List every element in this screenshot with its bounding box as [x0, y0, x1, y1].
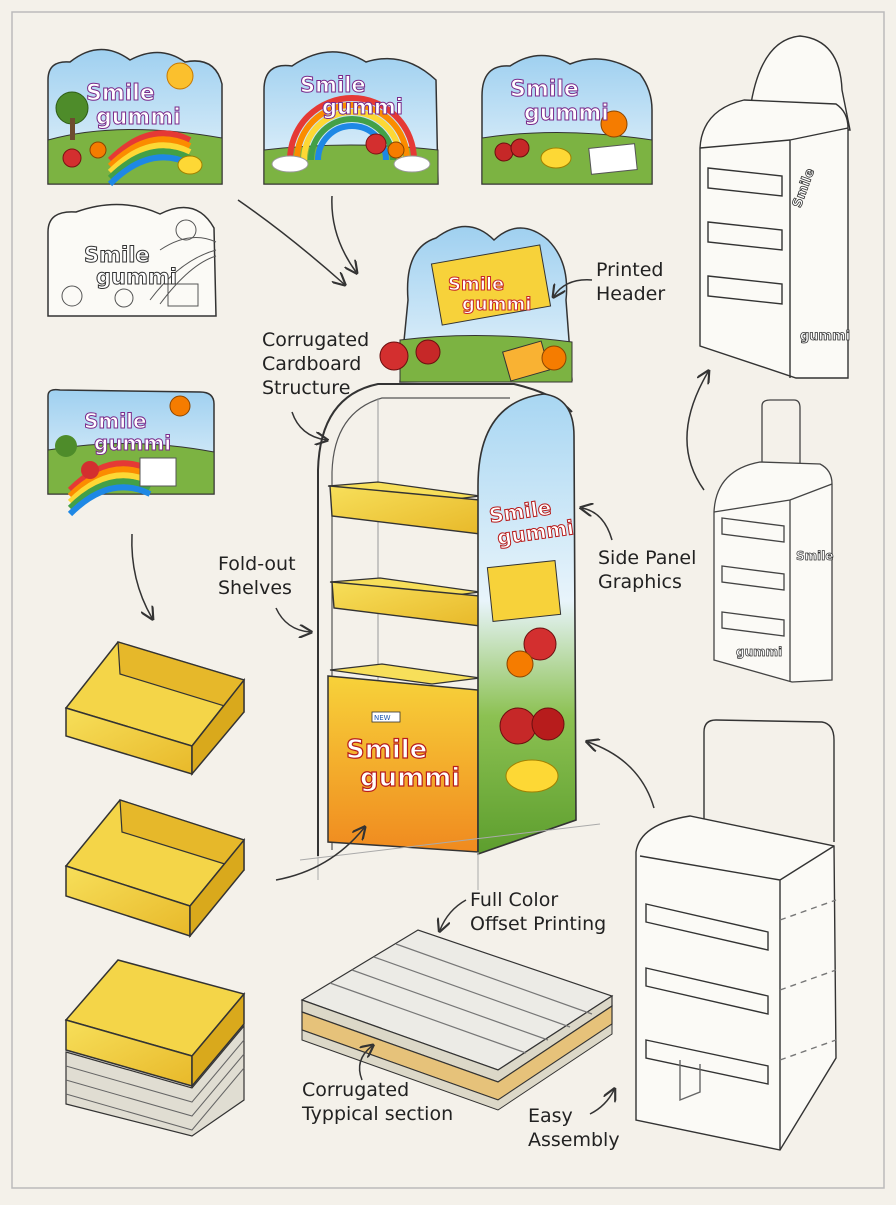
label-easy-assembly: Easy Assembly [528, 1104, 620, 1152]
logo-word-gummi: gummi [524, 101, 609, 126]
label-line: Fold-out [218, 552, 296, 576]
label-line: Assembly [528, 1128, 620, 1152]
logo-word-gummi: gummi [322, 95, 403, 119]
main-display-stand: Smile gummi NEW Smile gummi Smile gumm [300, 226, 600, 890]
label-corrugated-structure: Corrugated Cardboard Structure [262, 328, 369, 400]
label-side-panel: Side Panel Graphics [598, 546, 696, 594]
header-concept-4: Smile gummi [48, 390, 214, 514]
shelf-2 [330, 578, 480, 626]
arrow-side-panel [582, 508, 612, 540]
label-line: Header [596, 282, 665, 306]
logo-word-smile: Smile [300, 73, 366, 97]
brand-badge: NEW [374, 714, 391, 722]
label-line: Printed [596, 258, 665, 282]
logo-word-gummi: gummi [96, 105, 181, 130]
logo-word-smile: Smile [84, 243, 150, 267]
label-line: Easy [528, 1104, 620, 1128]
arrow-header4-to-trays [132, 534, 152, 618]
logo-word-smile: Smile [84, 409, 147, 433]
tray-1 [66, 642, 244, 774]
arrow-corrugated-structure [292, 412, 326, 440]
logo-word-smile: Smile [448, 274, 504, 295]
logo-word-smile: Smile [86, 81, 155, 106]
stand-sketch-assembly [636, 720, 836, 1150]
stand-sketch-top: Smile gummi [700, 36, 850, 378]
label-line: Corrugated [262, 328, 369, 352]
stand-sketch-middle: Smile gummi [714, 400, 834, 682]
header-concept-3: Smile gummi [482, 55, 652, 184]
header-concept-2: Smile gummi [264, 52, 438, 184]
label-line: Shelves [218, 576, 296, 600]
label-line: Structure [262, 376, 369, 400]
label-printed-header: Printed Header [596, 258, 665, 306]
logo-word-smile: Smile [510, 77, 579, 102]
arrow-header1-to-stand [238, 200, 344, 284]
arrow-assembly-to-stand [588, 742, 654, 808]
logo-word-gummi: gummi [800, 329, 850, 344]
logo-word-gummi: gummi [96, 265, 177, 289]
logo-word-gummi: gummi [736, 645, 782, 659]
logo-word-gummi: gummi [360, 763, 460, 793]
arrow-offset-printing [440, 900, 466, 930]
label-line: Cardboard [262, 352, 369, 376]
logo-word-gummi: gummi [462, 294, 531, 315]
header-concept-1: Smile gummi [48, 49, 222, 184]
label-line: Typpical section [302, 1102, 453, 1126]
shelf-1 [328, 482, 480, 534]
tray-3-on-board-stack [66, 960, 244, 1136]
logo-word-gummi: gummi [94, 431, 171, 455]
label-line: Graphics [598, 570, 696, 594]
label-line: Corrugated [302, 1078, 453, 1102]
label-line: Full Color [470, 888, 606, 912]
logo-word-smile: Smile [346, 735, 427, 765]
label-corrugated-section: Corrugated Typpical section [302, 1078, 453, 1126]
label-line: Offset Printing [470, 912, 606, 936]
tray-2 [66, 800, 244, 936]
arrow-sketch2-to-sketch1 [687, 372, 708, 490]
label-offset-printing: Full Color Offset Printing [470, 888, 606, 936]
label-line: Side Panel [598, 546, 696, 570]
arrow-header2-to-stand [332, 196, 356, 272]
logo-word-smile: Smile [796, 549, 834, 563]
label-foldout-shelves: Fold-out Shelves [218, 552, 296, 600]
header-line-sketch: Smile gummi [48, 204, 216, 316]
arrow-foldout-shelves [276, 608, 310, 632]
